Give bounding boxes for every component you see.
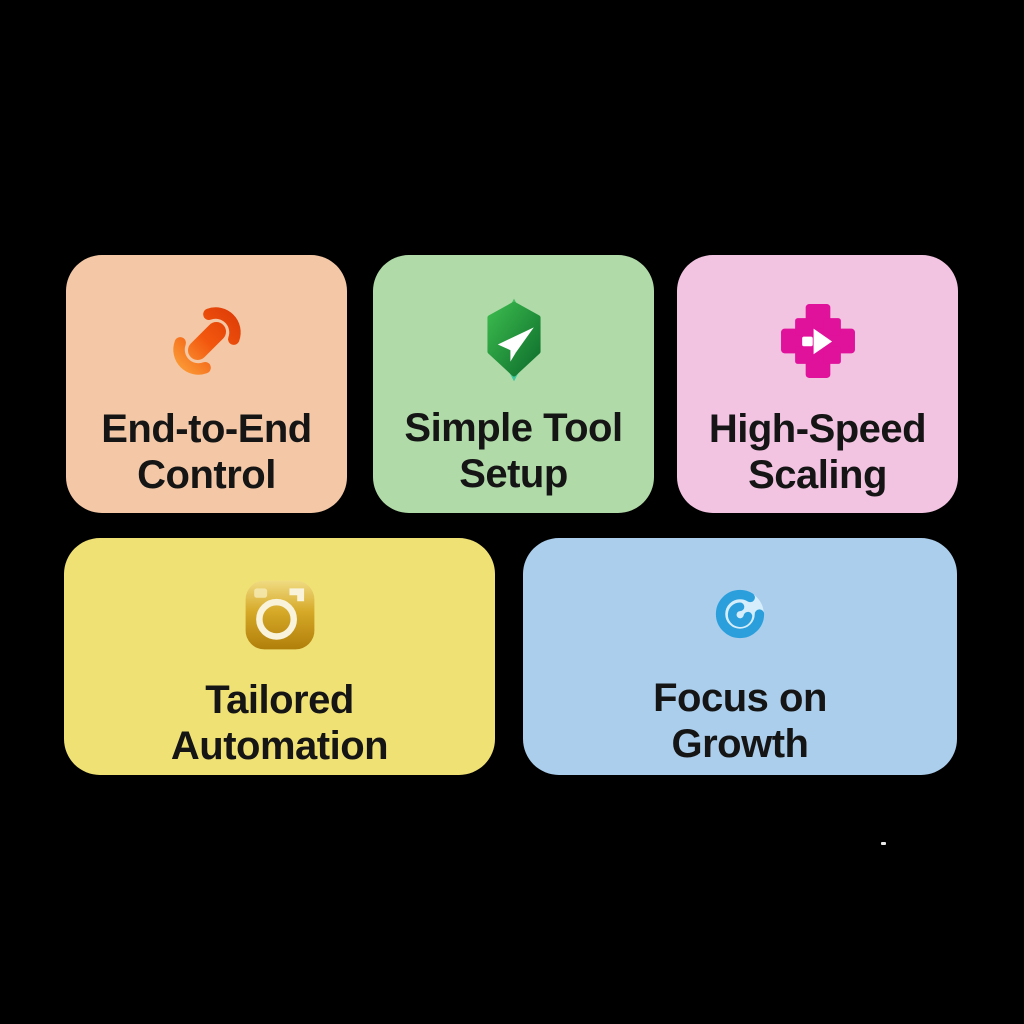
card-title: High-Speed Scaling xyxy=(708,407,927,497)
feature-card-tailored-automation: Tailored Automation xyxy=(64,538,495,775)
dumbbell-bar xyxy=(187,321,226,361)
camera-icon xyxy=(237,572,323,658)
camera-lens-ring xyxy=(255,598,297,640)
paper-plane-icon xyxy=(497,327,534,362)
feature-card-simple-tool-setup: Simple Tool Setup xyxy=(373,255,654,513)
dumbbell-bottom-cap xyxy=(172,337,211,375)
dumbbell-icon xyxy=(163,297,251,385)
feature-card-high-speed-scaling: High-Speed Scaling xyxy=(677,255,958,513)
spiral-svg xyxy=(715,589,765,639)
right-arrow-icon xyxy=(801,328,832,355)
card-title: Tailored Automation xyxy=(170,678,389,768)
card-title: End-to-End Control xyxy=(101,407,312,497)
shield-paper-plane-icon xyxy=(469,295,559,385)
spiral-icon xyxy=(704,578,776,650)
feature-card-focus-on-growth: Focus on Growth xyxy=(523,538,957,775)
artifact-dot xyxy=(881,842,886,845)
dumbbell-svg xyxy=(172,307,241,375)
dumbbell-top-cap xyxy=(202,307,241,345)
camera-viewfinder-notch xyxy=(288,588,304,602)
spiral-inner-curl xyxy=(727,602,753,627)
camera-flash xyxy=(253,588,267,598)
card-title: Simple Tool Setup xyxy=(404,406,623,496)
camera-svg xyxy=(245,580,314,650)
card-title: Focus on Growth xyxy=(653,676,827,766)
pixel-cross-arrow-icon xyxy=(774,297,862,385)
feature-card-end-to-end-control: End-to-End Control xyxy=(66,255,347,513)
pixel-cross-svg xyxy=(780,304,855,378)
spiral-outer-ring xyxy=(715,589,765,639)
shield-svg xyxy=(486,298,541,382)
